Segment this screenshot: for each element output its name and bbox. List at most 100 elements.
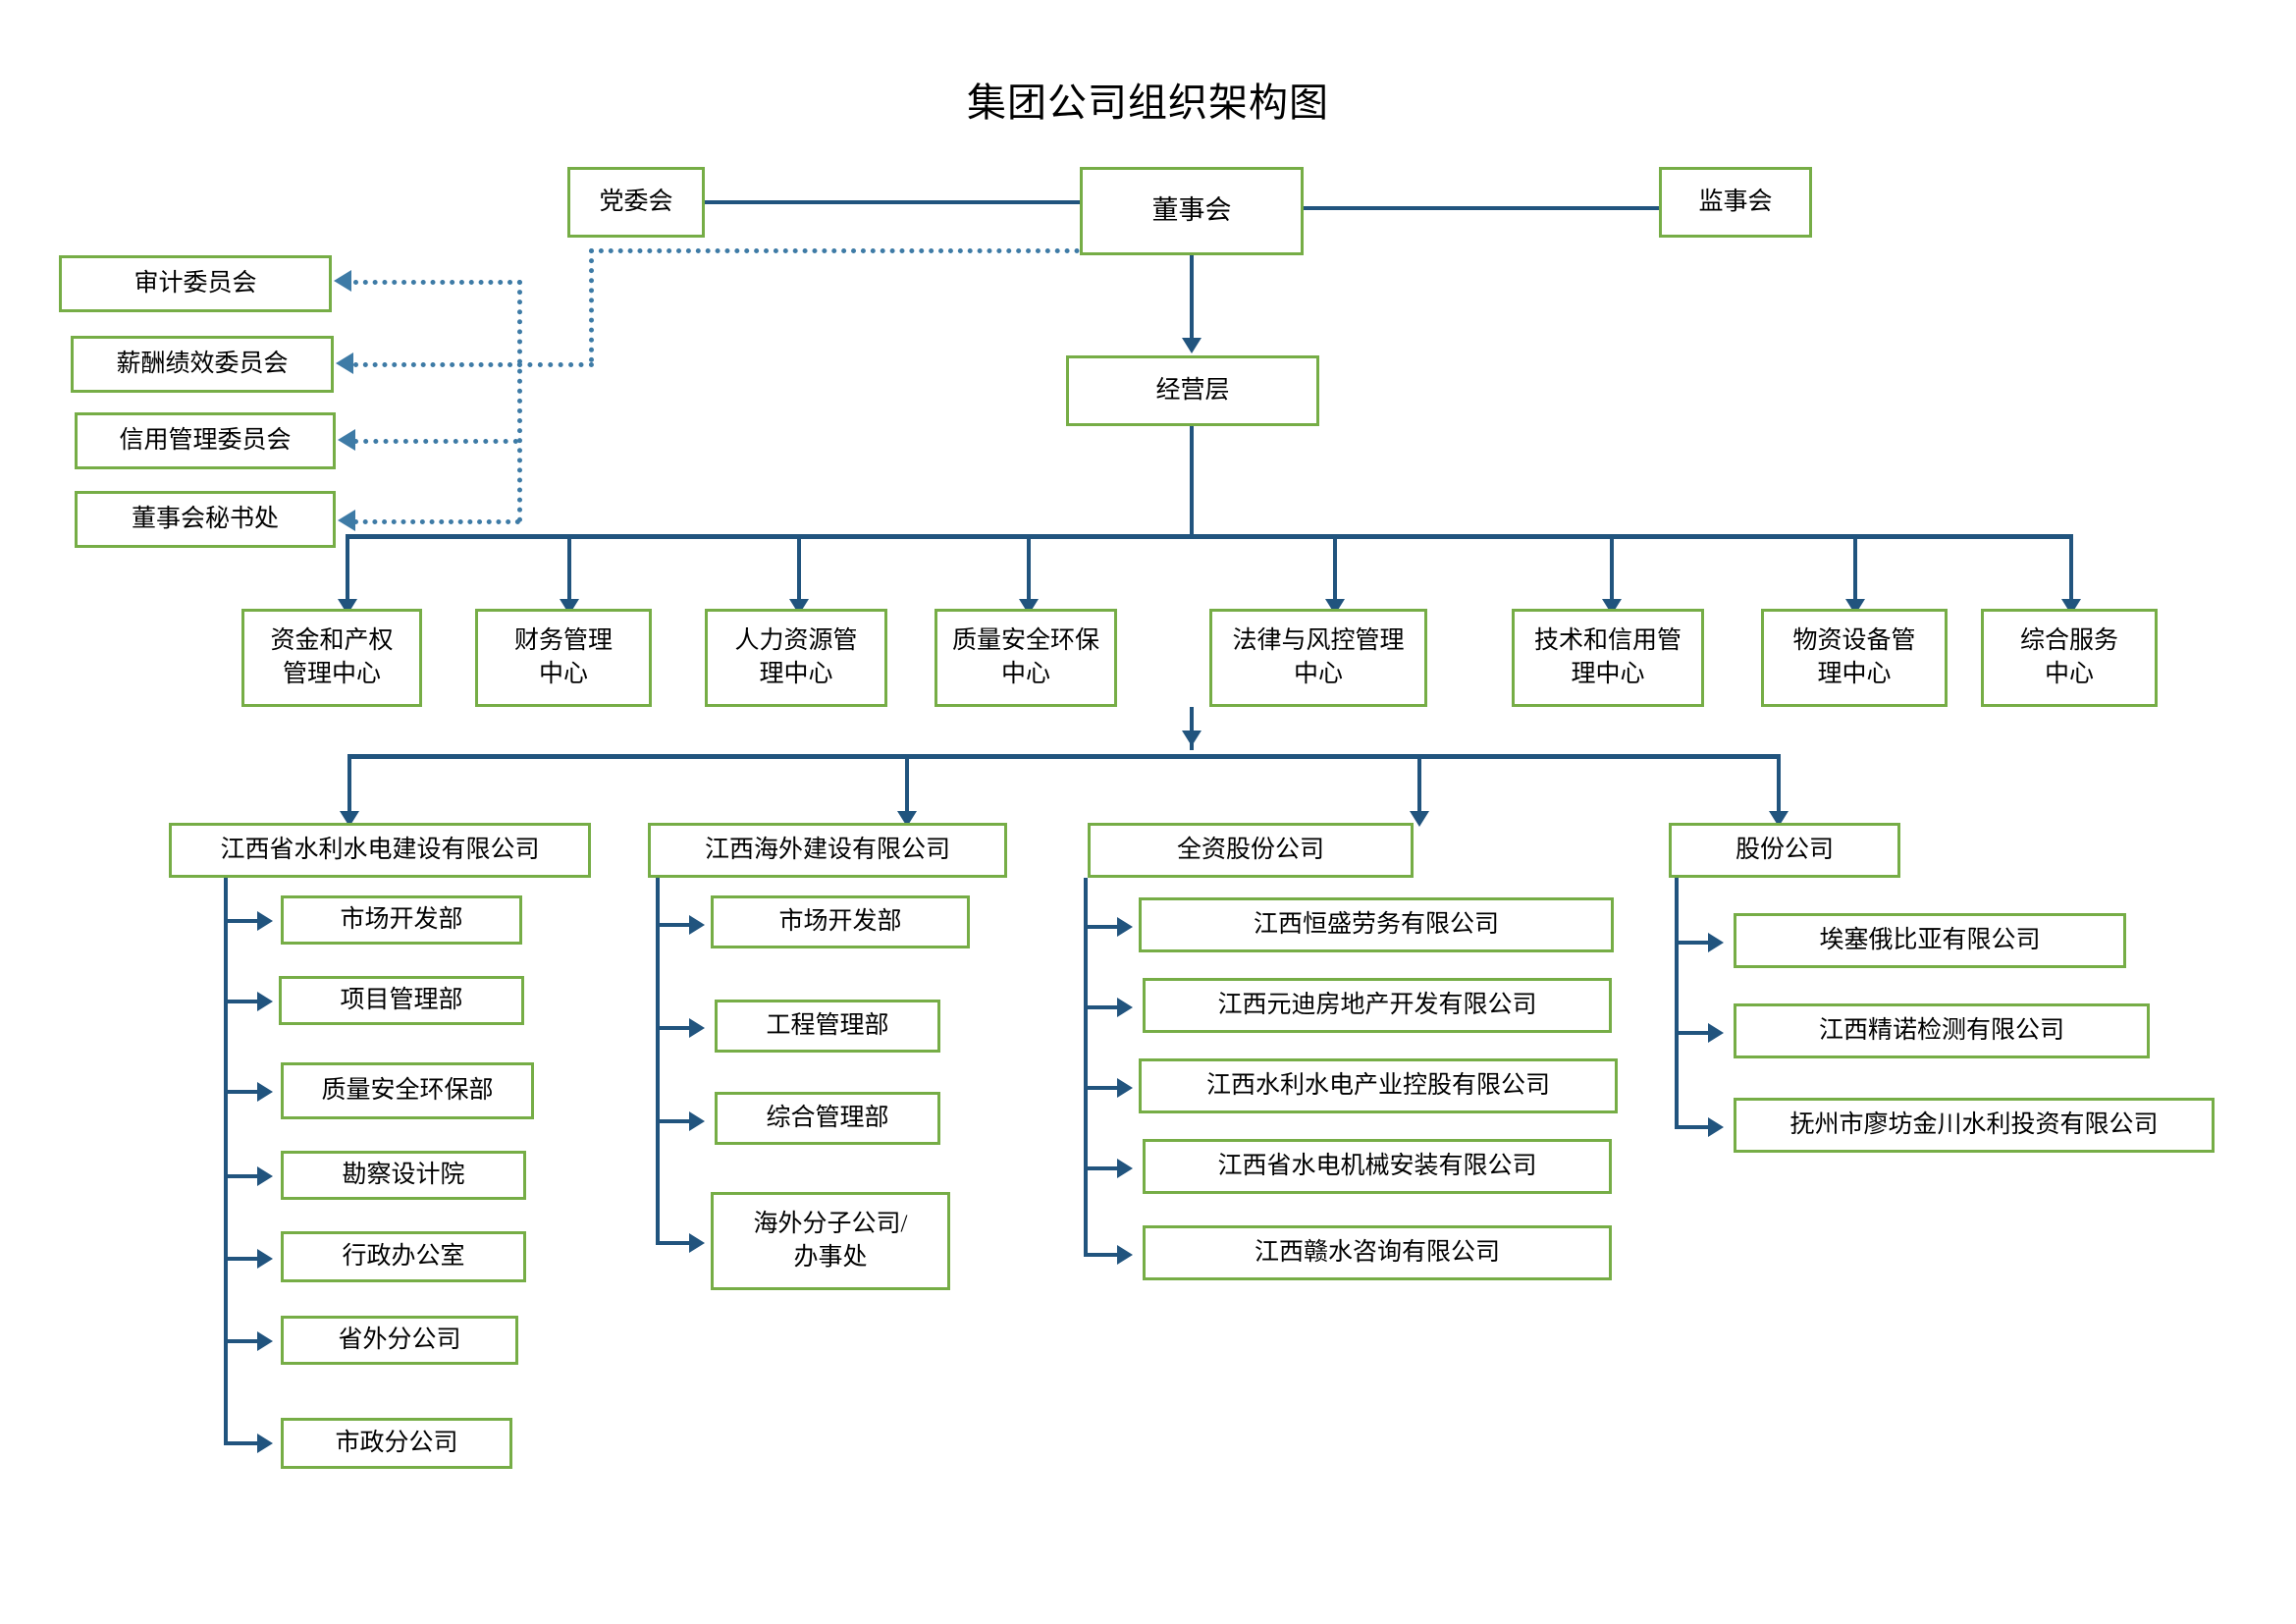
- connector-party-to-board: [705, 200, 1080, 204]
- node-center-funds-property[interactable]: 资金和产权 管理中心: [241, 609, 422, 707]
- arrow-to-board-secretariat: [338, 510, 355, 531]
- node-company-ganshui-consulting[interactable]: 江西赣水咨询有限公司: [1143, 1225, 1612, 1280]
- node-dept-market-development-2[interactable]: 市场开发部: [711, 895, 970, 948]
- node-subsidiary-wholly-owned[interactable]: 全资股份公司: [1088, 823, 1414, 878]
- arrow-col3-2: [1117, 998, 1133, 1017]
- node-dept-municipal-branch[interactable]: 市政分公司: [281, 1418, 512, 1469]
- node-company-yuandi-realestate[interactable]: 江西元迪房地产开发有限公司: [1143, 978, 1612, 1033]
- arrow-to-compensation-committee: [336, 352, 353, 374]
- node-label: 市政分公司: [335, 1430, 458, 1457]
- node-dept-admin-office[interactable]: 行政办公室: [281, 1231, 526, 1282]
- dotted-to-audit-committee: [353, 280, 522, 285]
- center-drop-5: [1333, 534, 1337, 605]
- node-company-ethiopia[interactable]: 埃塞俄比亚有限公司: [1734, 913, 2126, 968]
- node-center-tech-credit[interactable]: 技术和信用管 理中心: [1512, 609, 1704, 707]
- node-subsidiary-joint-stock[interactable]: 股份公司: [1669, 823, 1900, 878]
- node-company-hydro-machinery-install[interactable]: 江西省水电机械安装有限公司: [1143, 1139, 1612, 1194]
- center-drop-1: [346, 534, 349, 605]
- node-dept-general-management[interactable]: 综合管理部: [715, 1092, 940, 1145]
- arrow-to-audit-committee: [334, 270, 351, 292]
- node-center-general-service[interactable]: 综合服务 中心: [1981, 609, 2158, 707]
- node-dept-engineering-management[interactable]: 工程管理部: [715, 1000, 940, 1053]
- node-company-liaofang-jinchuan-water[interactable]: 抚州市廖坊金川水利投资有限公司: [1734, 1098, 2215, 1153]
- node-subsidiary-jx-overseas[interactable]: 江西海外建设有限公司: [648, 823, 1007, 878]
- node-center-quality-safety-env[interactable]: 质量安全环保 中心: [934, 609, 1117, 707]
- node-company-hengsheng-labor[interactable]: 江西恒盛劳务有限公司: [1139, 897, 1614, 952]
- node-committee-compensation[interactable]: 薪酬绩效委员会: [71, 336, 334, 393]
- node-dept-survey-design-institute[interactable]: 勘察设计院: [281, 1151, 526, 1200]
- node-label: 埃塞俄比亚有限公司: [1819, 927, 2041, 954]
- arrow-col1-1: [257, 911, 273, 931]
- node-dept-quality-safety-env[interactable]: 质量安全环保部: [281, 1062, 534, 1119]
- node-board-secretariat[interactable]: 董事会秘书处: [75, 491, 336, 548]
- node-committee-credit[interactable]: 信用管理委员会: [75, 412, 336, 469]
- subsidiary-drop-3: [1417, 754, 1421, 821]
- subsidiary-drop-4: [1777, 754, 1781, 821]
- node-center-human-resources[interactable]: 人力资源管 理中心: [705, 609, 887, 707]
- node-center-materials-equipment[interactable]: 物资设备管 理中心: [1761, 609, 1948, 707]
- node-label: 工程管理部: [766, 1012, 889, 1040]
- node-label: 项目管理部: [340, 987, 463, 1014]
- center-drop-7: [1853, 534, 1857, 605]
- node-board-of-directors[interactable]: 董事会: [1080, 167, 1304, 255]
- node-label: 监事会: [1698, 189, 1773, 216]
- col1-branch-1: [224, 919, 261, 923]
- dotted-to-compensation-committee: [353, 362, 522, 367]
- arrow-col2-2: [689, 1018, 705, 1038]
- center-drop-3: [797, 534, 801, 605]
- node-dept-overseas-branches[interactable]: 海外分子公司/ 办事处: [711, 1192, 950, 1290]
- connector-board-to-management: [1190, 255, 1194, 346]
- subsidiary-drop-1: [347, 754, 351, 821]
- centers-bus-line: [346, 534, 2073, 539]
- page-title: 集团公司组织架构图: [967, 81, 1329, 125]
- node-label: 质量安全环保部: [321, 1077, 494, 1105]
- col4-spine: [1675, 878, 1679, 1125]
- arrow-col3-4: [1117, 1159, 1133, 1178]
- arrow-col2-4: [689, 1233, 705, 1253]
- node-label: 经营层: [1155, 377, 1230, 405]
- dotted-to-credit-committee: [353, 439, 518, 444]
- node-company-jingnuo-inspection[interactable]: 江西精诺检测有限公司: [1734, 1003, 2150, 1058]
- node-dept-out-of-province-branch[interactable]: 省外分公司: [281, 1316, 518, 1365]
- node-dept-project-management[interactable]: 项目管理部: [279, 976, 524, 1025]
- node-label: 全资股份公司: [1176, 837, 1324, 864]
- col2-branch-3: [656, 1119, 693, 1123]
- node-committee-audit[interactable]: 审计委员会: [59, 255, 332, 312]
- node-label: 江西水利水电产业控股有限公司: [1205, 1072, 1550, 1100]
- node-management-layer[interactable]: 经营层: [1066, 355, 1319, 426]
- node-center-legal-risk[interactable]: 法律与风控管理 中心: [1209, 609, 1427, 707]
- node-label: 市场开发部: [778, 908, 902, 936]
- node-label: 海外分子公司/ 办事处: [753, 1211, 908, 1271]
- connector-board-to-supervisors: [1304, 206, 1659, 210]
- arrow-col1-6: [257, 1331, 273, 1351]
- node-label: 江西恒盛劳务有限公司: [1253, 911, 1499, 939]
- col4-branch-1: [1675, 941, 1712, 945]
- center-drop-4: [1027, 534, 1031, 605]
- arrow-management-to-subsidiary-bus: [1182, 731, 1201, 746]
- node-label: 技术和信用管 理中心: [1533, 627, 1682, 687]
- node-center-finance[interactable]: 财务管理 中心: [475, 609, 652, 707]
- col4-branch-3: [1675, 1125, 1712, 1129]
- node-label: 江西元迪房地产开发有限公司: [1217, 992, 1537, 1019]
- subsidiary-bus-line: [347, 754, 1779, 759]
- col1-branch-7: [224, 1441, 261, 1445]
- arrow-col3-5: [1117, 1245, 1133, 1265]
- arrow-col3-3: [1117, 1078, 1133, 1098]
- col1-branch-2: [224, 1000, 261, 1003]
- col1-branch-3: [224, 1090, 261, 1094]
- node-label: 省外分公司: [338, 1326, 461, 1354]
- node-company-water-power-holding[interactable]: 江西水利水电产业控股有限公司: [1139, 1058, 1618, 1113]
- node-label: 信用管理委员会: [119, 427, 292, 455]
- col2-branch-2: [656, 1026, 693, 1030]
- subsidiary-drop-2: [905, 754, 909, 821]
- arrow-board-to-management: [1182, 338, 1201, 353]
- arrow-col4-1: [1708, 933, 1724, 952]
- node-label: 江西省水电机械安装有限公司: [1217, 1153, 1537, 1180]
- arrow-col3-1: [1117, 917, 1133, 937]
- node-subsidiary-jx-water-power[interactable]: 江西省水利水电建设有限公司: [169, 823, 591, 878]
- node-dept-market-development-1[interactable]: 市场开发部: [281, 895, 522, 945]
- node-board-of-supervisors[interactable]: 监事会: [1659, 167, 1812, 238]
- node-label: 董事会秘书处: [131, 506, 279, 533]
- col3-spine: [1084, 878, 1088, 1253]
- node-party-committee[interactable]: 党委会: [567, 167, 705, 238]
